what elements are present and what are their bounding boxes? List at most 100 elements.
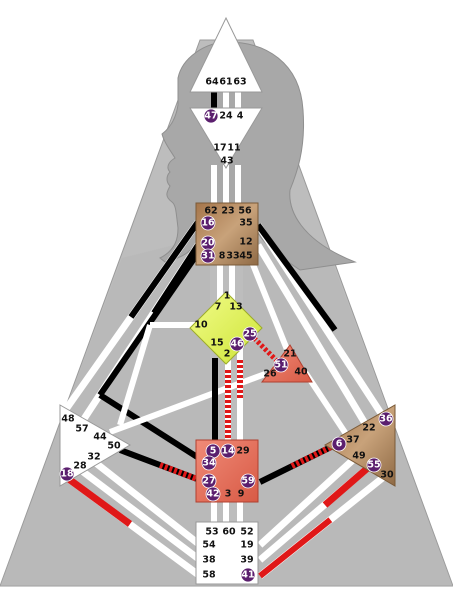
gate-47[interactable]: 47 — [204, 111, 217, 122]
gate-24[interactable]: 24 — [219, 111, 233, 122]
gate-28[interactable]: 28 — [73, 461, 87, 472]
gate-45[interactable]: 45 — [239, 251, 252, 262]
channel-16-48-black — [128, 220, 201, 319]
gate-50[interactable]: 50 — [107, 441, 121, 452]
gate-20[interactable]: 20 — [201, 238, 215, 249]
channel-32-54 — [89, 457, 203, 548]
gate-29[interactable]: 29 — [236, 446, 249, 457]
gate-12[interactable]: 12 — [239, 237, 252, 248]
channels — [61, 92, 388, 579]
channel-12-22 — [254, 243, 370, 427]
gate-27[interactable]: 27 — [202, 476, 215, 487]
gate-63[interactable]: 63 — [233, 77, 246, 88]
gate-57[interactable]: 57 — [75, 424, 88, 435]
gate-18-activation-marker — [59, 466, 75, 482]
gate-40[interactable]: 40 — [294, 367, 308, 378]
gate-31-activation-marker — [200, 248, 216, 264]
gate-34-activation-marker — [201, 455, 217, 471]
gate-5[interactable]: 5 — [210, 446, 217, 457]
gate-31[interactable]: 31 — [201, 251, 214, 262]
gate-14-activation-marker — [220, 443, 236, 459]
channel-45-21 — [249, 260, 291, 354]
gate-55[interactable]: 55 — [367, 460, 380, 471]
gate-37[interactable]: 37 — [346, 435, 359, 446]
body-shoulder-left — [0, 236, 210, 586]
gate-3[interactable]: 3 — [225, 489, 232, 500]
gate-62[interactable]: 62 — [204, 206, 217, 217]
gate-10[interactable]: 10 — [194, 320, 208, 331]
gate-32[interactable]: 32 — [87, 452, 100, 463]
gate-30[interactable]: 30 — [380, 470, 394, 481]
gate-61[interactable]: 61 — [219, 77, 232, 88]
gate-48[interactable]: 48 — [61, 414, 75, 425]
head-center[interactable] — [189, 16, 263, 93]
gate-56[interactable]: 56 — [238, 206, 252, 217]
gate-35[interactable]: 35 — [239, 218, 252, 229]
gate-53[interactable]: 53 — [205, 527, 218, 538]
gate-17[interactable]: 17 — [213, 143, 226, 154]
gate-26[interactable]: 26 — [263, 369, 277, 380]
gate-14[interactable]: 14 — [221, 446, 235, 457]
gate-38[interactable]: 38 — [202, 555, 216, 566]
gate-36[interactable]: 36 — [379, 414, 393, 425]
gate-54[interactable]: 54 — [202, 540, 216, 551]
gate-51[interactable]: 51 — [274, 360, 287, 371]
gate-8[interactable]: 8 — [219, 251, 226, 262]
gate-39[interactable]: 39 — [240, 555, 253, 566]
gate-49[interactable]: 49 — [352, 451, 365, 462]
gate-55-activation-marker — [366, 457, 382, 473]
channel-10-34-white — [117, 324, 153, 426]
gate-18[interactable]: 18 — [60, 469, 74, 480]
gate-47-activation-marker — [203, 108, 219, 124]
channel-40-37 — [302, 370, 353, 442]
gate-23[interactable]: 23 — [221, 206, 234, 217]
channel-49-19 — [257, 455, 358, 548]
gate-16[interactable]: 16 — [201, 218, 215, 229]
gate-2[interactable]: 2 — [224, 349, 231, 360]
gate-19[interactable]: 19 — [240, 540, 253, 551]
gate-46-activation-marker — [229, 336, 245, 352]
gate-51-activation-marker — [273, 357, 289, 373]
gate-15[interactable]: 15 — [210, 338, 223, 349]
body-shoulder-right — [243, 236, 453, 586]
gate-9[interactable]: 9 — [238, 489, 245, 500]
gate-34[interactable]: 34 — [202, 458, 216, 469]
channel-55-39-red — [322, 463, 373, 508]
gate-4[interactable]: 4 — [237, 111, 244, 122]
gate-46[interactable]: 46 — [230, 339, 244, 350]
gate-1[interactable]: 1 — [224, 291, 231, 302]
gate-64[interactable]: 64 — [205, 77, 219, 88]
channel-6-59-red — [288, 442, 337, 470]
gate-21[interactable]: 21 — [283, 349, 296, 360]
gate-44[interactable]: 44 — [93, 432, 107, 443]
gate-33[interactable]: 33 — [226, 251, 239, 262]
gate-36-activation-marker — [378, 411, 394, 427]
gate-13[interactable]: 13 — [229, 302, 242, 313]
gate-16-activation-marker — [200, 215, 216, 231]
gate-25-activation-marker — [242, 326, 258, 342]
gate-41[interactable]: 41 — [241, 570, 254, 581]
gate-43[interactable]: 43 — [220, 156, 233, 167]
gate-6[interactable]: 6 — [336, 439, 343, 450]
gate-42[interactable]: 42 — [206, 489, 219, 500]
gate-6-activation-marker — [331, 436, 347, 452]
ajna-center[interactable] — [189, 107, 263, 169]
gate-22[interactable]: 22 — [362, 423, 375, 434]
gate-52[interactable]: 52 — [240, 527, 253, 538]
gate-58[interactable]: 58 — [202, 570, 216, 581]
gate-42-activation-marker — [205, 486, 221, 502]
gate-7[interactable]: 7 — [215, 302, 222, 313]
gate-25[interactable]: 25 — [243, 329, 256, 340]
channel-18-58-red — [63, 474, 133, 527]
gate-11[interactable]: 11 — [227, 143, 240, 154]
channel-28-38 — [75, 465, 203, 563]
channel-35-36-black — [255, 223, 338, 332]
gate-59-activation-marker — [240, 473, 256, 489]
spleen-center[interactable] — [59, 404, 131, 487]
gate-60[interactable]: 60 — [222, 527, 236, 538]
channel-34-path — [98, 392, 207, 465]
gate-59[interactable]: 59 — [241, 476, 254, 487]
